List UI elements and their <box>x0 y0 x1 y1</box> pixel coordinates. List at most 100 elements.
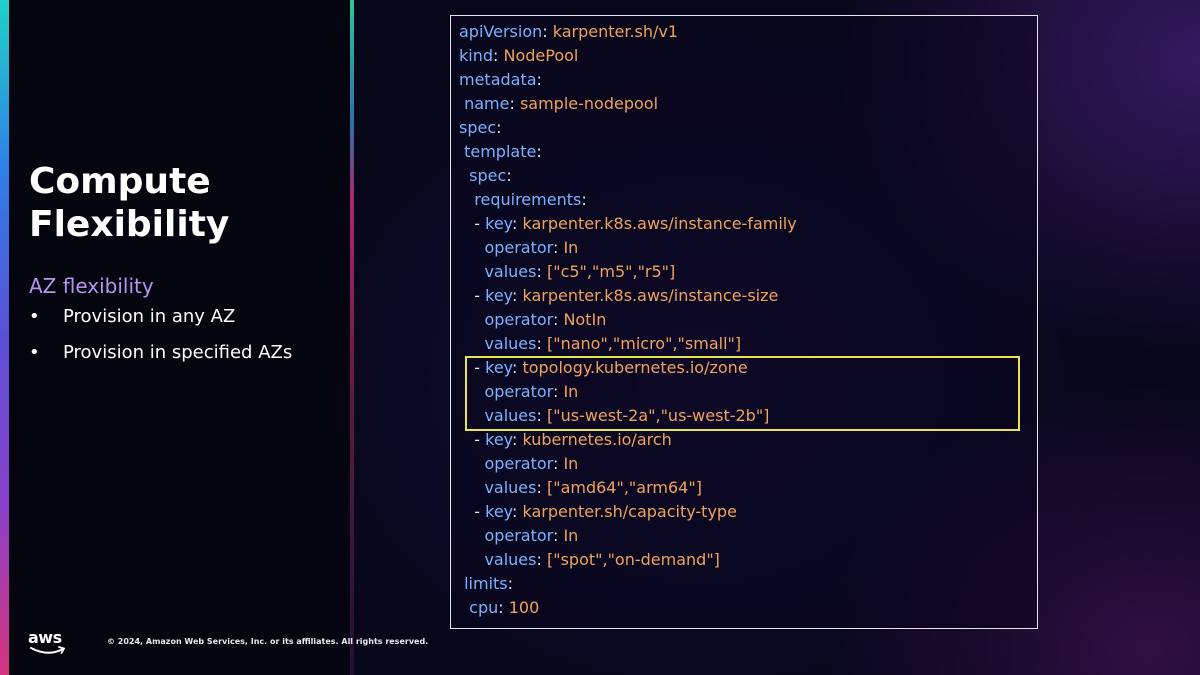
code-indent: - <box>459 502 486 521</box>
code-indent <box>459 550 484 569</box>
bullet-dot-icon: • <box>29 342 40 363</box>
code-indent <box>459 262 484 281</box>
code-key: key <box>485 286 512 305</box>
code-indent <box>459 334 484 353</box>
code-line: - key: kubernetes.io/arch <box>459 428 797 452</box>
code-line: values: ["spot","on-demand"] <box>459 548 797 572</box>
slide-subtitle: AZ flexibility <box>29 274 154 298</box>
code-line: kind: NodePool <box>459 44 797 68</box>
bullet-text: Provision in any AZ <box>63 306 236 327</box>
code-line: requirements: <box>459 188 797 212</box>
code-separator: : <box>509 94 520 113</box>
code-indent <box>459 166 469 185</box>
code-line: values: ["nano","micro","small"] <box>459 332 797 356</box>
code-key: values <box>484 334 537 353</box>
code-separator: : <box>536 550 547 569</box>
code-key: operator <box>484 238 553 257</box>
code-separator: : <box>511 286 523 305</box>
code-line: values: ["c5","m5","r5"] <box>459 260 797 284</box>
code-line: cpu: 100 <box>459 596 797 620</box>
code-key: key <box>485 430 512 449</box>
code-key: spec <box>459 118 497 137</box>
code-separator: : <box>552 382 564 401</box>
code-indent <box>459 454 484 473</box>
code-line: operator: In <box>459 524 797 548</box>
code-key: values <box>484 550 537 569</box>
code-indent: - <box>459 286 486 305</box>
code-key: key <box>485 214 512 233</box>
code-value: In <box>563 382 579 401</box>
code-line: operator: In <box>459 236 797 260</box>
code-indent <box>459 478 484 497</box>
code-line: - key: karpenter.k8s.aws/instance-size <box>459 284 797 308</box>
code-value: NotIn <box>563 310 607 329</box>
code-value: 100 <box>508 598 540 617</box>
code-line: metadata: <box>459 68 797 92</box>
code-key: operator <box>484 526 553 545</box>
code-value: NodePool <box>503 46 579 65</box>
code-separator: : <box>552 526 564 545</box>
code-value: sample-nodepool <box>519 94 659 113</box>
code-key: values <box>484 262 537 281</box>
code-value: In <box>563 238 579 257</box>
code-indent <box>459 526 484 545</box>
code-separator: : <box>536 406 547 425</box>
code-separator: : <box>511 358 523 377</box>
code-key: operator <box>484 382 553 401</box>
code-line: apiVersion: karpenter.sh/v1 <box>459 20 797 44</box>
code-line: - key: karpenter.k8s.aws/instance-family <box>459 212 797 236</box>
code-separator: : <box>506 166 512 185</box>
bullet-item: • Provision in any AZ <box>29 305 292 341</box>
aws-logo-text: aws <box>28 628 62 647</box>
code-key: values <box>484 478 537 497</box>
code-value: ["us-west-2a","us-west-2b"] <box>546 406 770 425</box>
code-separator: : <box>581 190 587 209</box>
code-value: karpenter.k8s.aws/instance-family <box>522 214 797 233</box>
code-value: In <box>563 526 579 545</box>
code-separator: : <box>511 430 523 449</box>
code-line: spec: <box>459 116 797 140</box>
code-line: name: sample-nodepool <box>459 92 797 116</box>
code-separator: : <box>536 262 547 281</box>
left-accent-bar <box>0 0 9 675</box>
copyright-text: © 2024, Amazon Web Services, Inc. or its… <box>107 637 429 646</box>
code-line: operator: In <box>459 380 797 404</box>
code-separator: : <box>552 454 564 473</box>
code-line: - key: topology.kubernetes.io/zone <box>459 356 797 380</box>
code-indent <box>459 190 474 209</box>
code-key: operator <box>484 310 553 329</box>
code-line: limits: <box>459 572 797 596</box>
code-separator: : <box>542 22 553 41</box>
code-key: operator <box>484 454 553 473</box>
code-indent: - <box>459 358 486 377</box>
code-key: key <box>485 502 512 521</box>
code-value: karpenter.sh/v1 <box>552 22 679 41</box>
code-line: values: ["amd64","arm64"] <box>459 476 797 500</box>
aws-smile-icon <box>30 646 66 654</box>
code-value: ["amd64","arm64"] <box>546 478 702 497</box>
bullet-dot-icon: • <box>29 306 40 327</box>
code-indent: - <box>459 214 486 233</box>
aws-logo-icon: aws <box>28 630 68 658</box>
code-key: template <box>464 142 537 161</box>
code-key: spec <box>469 166 507 185</box>
code-separator: : <box>536 70 542 89</box>
code-key: kind <box>459 46 494 65</box>
slide-title: Compute Flexibility <box>29 161 230 245</box>
code-separator: : <box>552 238 564 257</box>
code-indent <box>459 310 484 329</box>
code-line: template: <box>459 140 797 164</box>
code-separator: : <box>511 214 523 233</box>
left-panel <box>0 0 350 675</box>
vertical-divider <box>350 0 354 675</box>
code-separator: : <box>507 574 514 593</box>
code-line: - key: karpenter.sh/capacity-type <box>459 500 797 524</box>
code-indent <box>459 598 469 617</box>
bullet-text: Provision in specified AZs <box>63 342 293 363</box>
code-separator: : <box>536 142 542 161</box>
code-key: requirements <box>474 190 582 209</box>
code-separator: : <box>536 478 547 497</box>
code-separator: : <box>552 310 564 329</box>
code-value: kubernetes.io/arch <box>522 430 672 449</box>
